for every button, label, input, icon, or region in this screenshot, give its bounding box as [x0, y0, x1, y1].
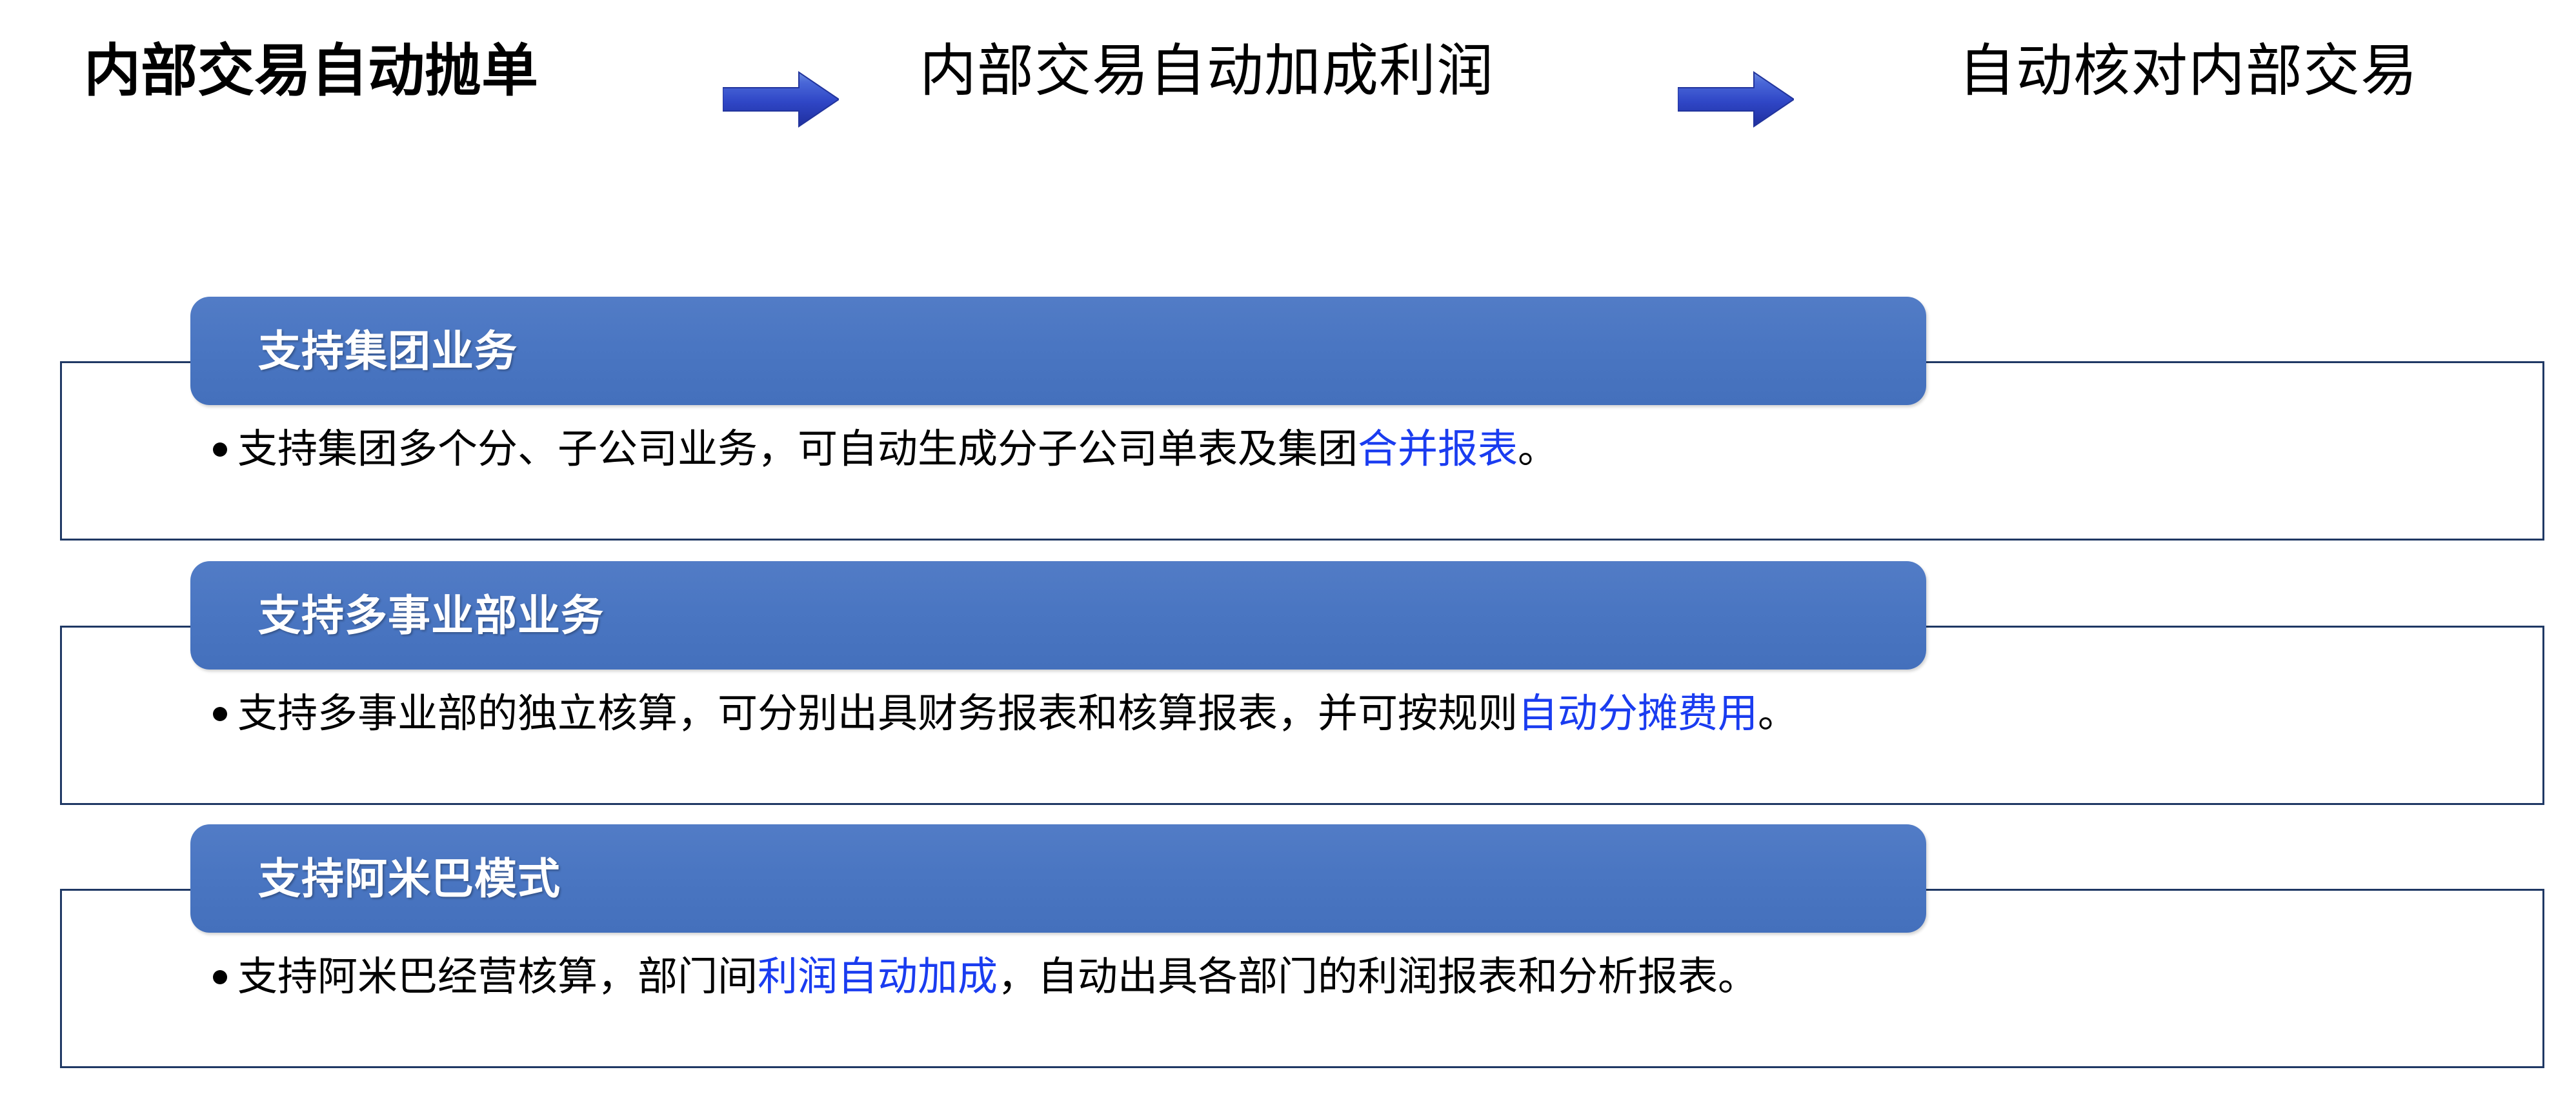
right-arrow-icon [723, 70, 839, 129]
description-pre-text: 支持多事业部的独立核算，可分别出具财务报表和核算报表，并可按规则 [237, 691, 1518, 736]
description-post-text: ，自动出具各部门的利润报表和分析报表。 [998, 955, 1758, 999]
description-pre-text: 支持集团多个分、子公司业务，可自动生成分子公司单表及集团 [237, 427, 1358, 472]
description-post-text: 。 [1758, 691, 1798, 736]
description-highlight-text: 合并报表 [1358, 427, 1518, 472]
description-post-text: 。 [1518, 427, 1558, 472]
feature-group-header-bar: 支持阿米巴模式 [190, 824, 1926, 933]
bullet-icon [213, 442, 227, 457]
feature-group-body: 支持集团多个分、子公司业务，可自动生成分子公司单表及集团合并报表。 [213, 427, 2510, 472]
feature-group-title: 支持阿米巴模式 [258, 855, 561, 902]
description-highlight-text: 自动分摊费用 [1518, 691, 1758, 736]
flow-step-title-3: 自动核对内部交易 [1958, 39, 2419, 103]
feature-group-description: 支持阿米巴经营核算，部门间利润自动加成，自动出具各部门的利润报表和分析报表。 [237, 955, 1758, 1000]
feature-group-title: 支持集团业务 [258, 327, 518, 375]
process-flow-header: 内部交易自动抛单 内部交易自动加成利润 [0, 0, 2576, 148]
right-arrow-icon [1678, 70, 1794, 129]
flow-step-title-1: 内部交易自动抛单 [84, 39, 539, 103]
feature-group-header-bar: 支持集团业务 [190, 297, 1926, 405]
flow-step-title-2: 内部交易自动加成利润 [920, 39, 1494, 103]
description-highlight-text: 利润自动加成 [758, 955, 998, 999]
feature-group-body: 支持阿米巴经营核算，部门间利润自动加成，自动出具各部门的利润报表和分析报表。 [213, 955, 2510, 1000]
bullet-icon [213, 707, 227, 721]
description-pre-text: 支持阿米巴经营核算，部门间 [237, 955, 758, 999]
feature-group-description: 支持多事业部的独立核算，可分别出具财务报表和核算报表，并可按规则自动分摊费用。 [237, 691, 1798, 737]
feature-group-body: 支持多事业部的独立核算，可分别出具财务报表和核算报表，并可按规则自动分摊费用。 [213, 691, 2510, 737]
bullet-icon [213, 970, 227, 984]
feature-group-title: 支持多事业部业务 [258, 591, 604, 639]
feature-group-header-bar: 支持多事业部业务 [190, 561, 1926, 670]
feature-group-description: 支持集团多个分、子公司业务，可自动生成分子公司单表及集团合并报表。 [237, 427, 1558, 472]
